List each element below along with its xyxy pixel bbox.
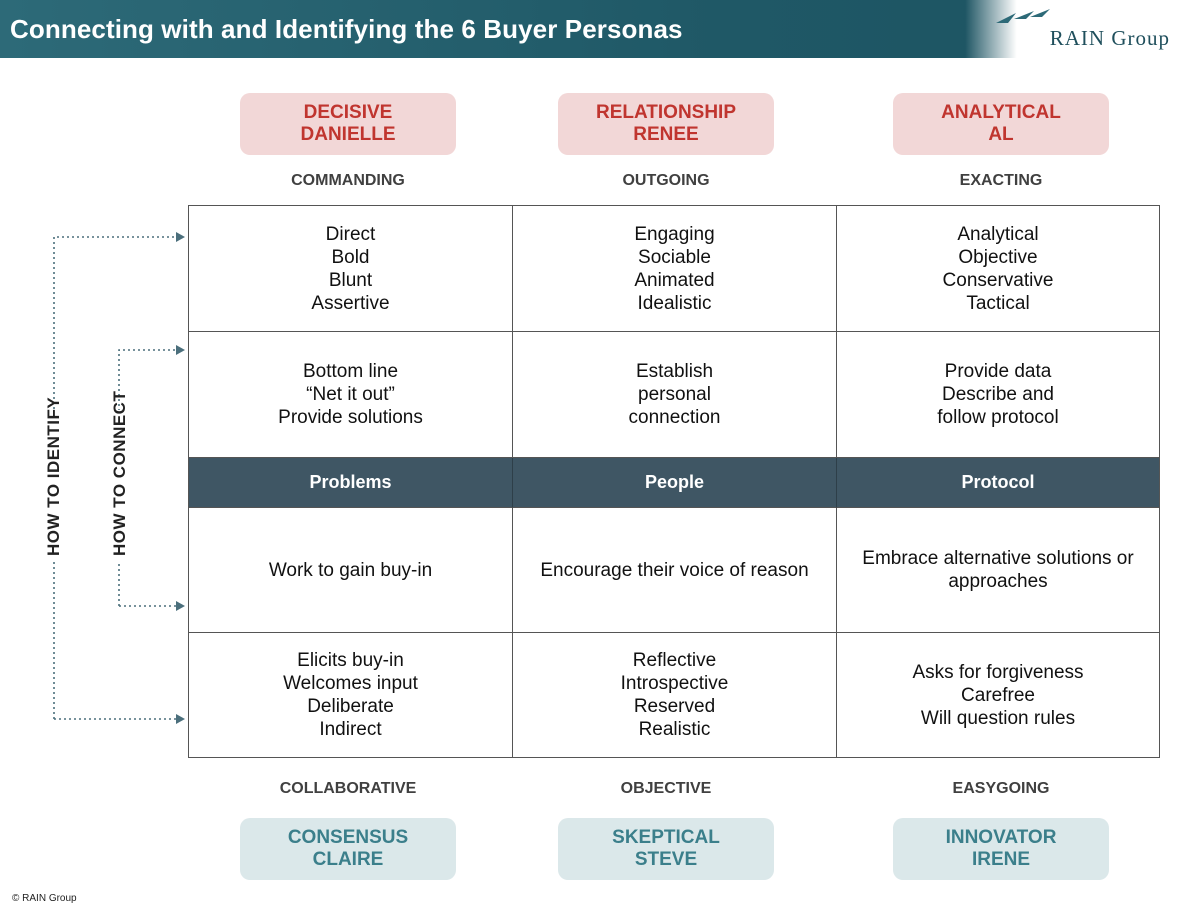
- connect-top-cell-2: Establish personal connection: [513, 332, 837, 458]
- page-title: Connecting with and Identifying the 6 Bu…: [10, 14, 683, 44]
- identify-top-cell-2: Engaging Sociable Animated Idealistic: [513, 206, 837, 332]
- persona-innovator-irene: INNOVATOR IRENE: [893, 818, 1109, 880]
- trait-outgoing: OUTGOING: [622, 172, 710, 189]
- trait-easygoing: EASYGOING: [952, 780, 1050, 797]
- trait-commanding: COMMANDING: [291, 172, 405, 189]
- connect-top-cell-1: Bottom line “Net it out” Provide solutio…: [189, 332, 513, 458]
- connect-bottom-cell-1: Work to gain buy-in: [189, 508, 513, 633]
- logo-panel: RAIN Group: [965, 0, 1200, 58]
- band-protocol: Protocol: [837, 458, 1159, 508]
- logo-text: RAIN Group: [1049, 26, 1170, 50]
- trait-collaborative: COLLABORATIVE: [279, 780, 417, 797]
- how-to-identify-label: HOW TO IDENTIFY: [44, 397, 64, 562]
- persona-skeptical-steve: SKEPTICAL STEVE: [558, 818, 774, 880]
- identify-bottom-cell-2: Reflective Introspective Reserved Realis…: [513, 633, 837, 757]
- connect-top-cell-3: Provide data Describe and follow protoco…: [837, 332, 1159, 458]
- connect-bottom-cell-3: Embrace alternative solutions or approac…: [837, 508, 1159, 633]
- arrowhead-icon: [176, 345, 185, 355]
- persona-relationship-renee: RELATIONSHIP RENEE: [558, 93, 774, 155]
- arrowhead-icon: [176, 714, 185, 724]
- persona-decisive-danielle: DECISIVE DANIELLE: [240, 93, 456, 155]
- persona-consensus-claire: CONSENSUS CLAIRE: [240, 818, 456, 880]
- arrowhead-icon: [176, 601, 185, 611]
- identify-top-cell-3: Analytical Objective Conservative Tactic…: [837, 206, 1159, 332]
- identify-bottom-cell-3: Asks for forgiveness Carefree Will quest…: [912, 661, 1084, 729]
- identify-top-cell-1: Direct Bold Blunt Assertive: [189, 206, 513, 332]
- arrowhead-icon: [176, 232, 185, 242]
- header-bar: Connecting with and Identifying the 6 Bu…: [0, 0, 1200, 58]
- connect-bottom-cell-2: Encourage their voice of reason: [513, 508, 837, 633]
- trait-objective: OBJECTIVE: [620, 780, 712, 797]
- persona-grid: Direct Bold Blunt Assertive Engaging Soc…: [188, 205, 1160, 758]
- how-to-connect-label: HOW TO CONNECT: [110, 391, 130, 562]
- copyright-notice: © RAIN Group: [12, 893, 77, 904]
- persona-analytical-al: ANALYTICAL AL: [893, 93, 1109, 155]
- trait-exacting: EXACTING: [959, 172, 1043, 189]
- identify-bottom-cell-1: Elicits buy-in Welcomes input Deliberate…: [189, 633, 513, 757]
- band-problems: Problems: [189, 458, 513, 508]
- band-people: People: [513, 458, 837, 508]
- rain-logo-icon: [996, 9, 1050, 23]
